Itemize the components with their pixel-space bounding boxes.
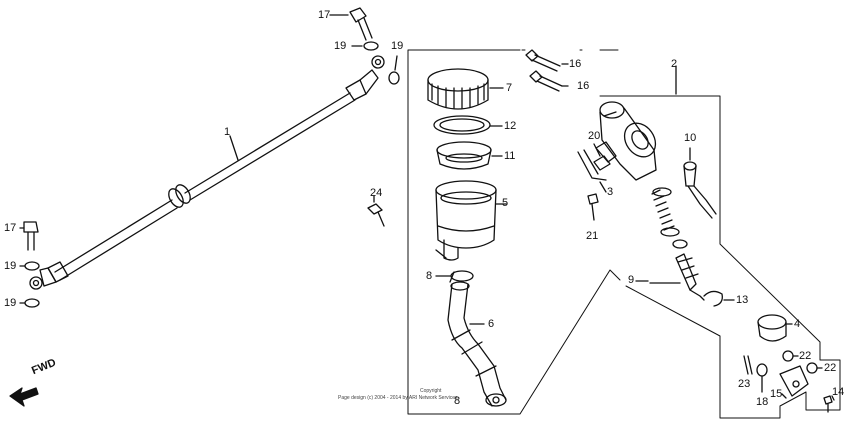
callout-16: 16	[577, 80, 590, 92]
banjo-bolt-bottom	[23, 221, 39, 251]
bleeder-cap	[593, 143, 611, 171]
callout-1: 1	[224, 126, 231, 138]
cotter-pin	[743, 355, 753, 375]
callout-19: 19	[4, 260, 17, 272]
callout-23: 23	[738, 378, 751, 390]
callout-15: 15	[770, 388, 783, 400]
hose-clip-bottom	[485, 393, 507, 407]
callout-14: 14	[832, 386, 845, 398]
callout-21: 21	[586, 230, 599, 242]
callout-17: 17	[4, 222, 17, 234]
forward-arrow-icon	[9, 387, 39, 407]
callout-3: 3	[607, 186, 614, 198]
diaphragm	[436, 141, 503, 170]
callout-8: 8	[426, 270, 433, 282]
copyright-line-2: Page design (c) 2004 - 2014 by ARI Netwo…	[338, 395, 458, 401]
callout-5: 5	[502, 197, 509, 209]
clevis-joint	[779, 365, 809, 399]
callout-20: 20	[588, 130, 601, 142]
mounting-bolts	[525, 49, 569, 92]
bolt-21	[587, 193, 599, 221]
brake-hose	[29, 55, 385, 290]
callout-18: 18	[756, 396, 769, 408]
callout-22: 22	[799, 350, 812, 362]
callout-19: 19	[391, 40, 404, 52]
callout-4: 4	[794, 318, 801, 330]
callout-13: 13	[736, 294, 749, 306]
callout-19: 19	[334, 40, 347, 52]
screw	[367, 195, 385, 227]
copyright-line-1: Copyright	[420, 388, 442, 394]
bleeder-screw	[577, 149, 607, 193]
dust-boot	[757, 314, 793, 342]
nuts	[782, 350, 823, 374]
callout-17: 17	[318, 9, 331, 21]
banjo-bolt-top	[349, 7, 373, 41]
callout-10: 10	[684, 132, 697, 144]
callout-12: 12	[504, 120, 517, 132]
reservoir-hose	[447, 281, 507, 407]
pin-14	[823, 395, 835, 413]
callout-7: 7	[506, 82, 513, 94]
diaphragm-plate	[433, 115, 503, 135]
callout-22: 22	[824, 362, 837, 374]
callout-16: 16	[569, 58, 582, 70]
reservoir-cap	[427, 68, 504, 110]
callout-2: 2	[671, 58, 678, 70]
callout-6: 6	[488, 318, 495, 330]
callout-9: 9	[628, 274, 635, 286]
hose-clip-top	[435, 270, 474, 283]
reservoir-tank	[435, 180, 507, 261]
washer-18	[756, 363, 768, 393]
piston-spring-set	[635, 187, 705, 301]
callout-24: 24	[370, 187, 383, 199]
circlip	[703, 290, 735, 307]
assembly-outline	[407, 49, 841, 419]
master-cylinder-body	[595, 65, 677, 181]
callout-19: 19	[4, 297, 17, 309]
callout-11: 11	[504, 150, 516, 162]
pushrod-end	[683, 147, 717, 219]
callout-8: 8	[454, 395, 461, 407]
